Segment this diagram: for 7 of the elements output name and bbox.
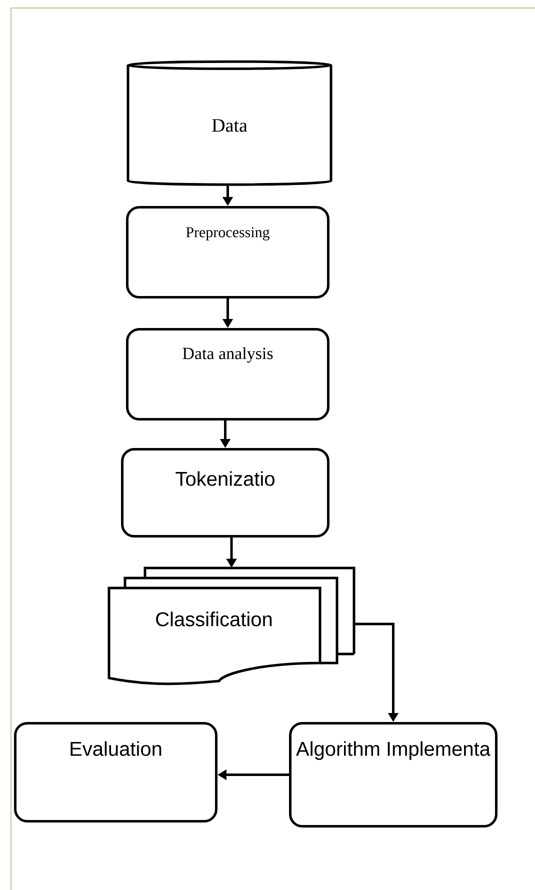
process-box: Preprocessing [126,206,330,298]
document-stack: Classification [108,566,356,686]
process-box: Tokenizatio [121,448,330,538]
process-box: Data analysis [126,328,330,420]
process-box: Algorithm Implementa [289,722,498,828]
database-cylinder: Data [126,60,332,186]
process-box: Evaluation [14,722,218,822]
